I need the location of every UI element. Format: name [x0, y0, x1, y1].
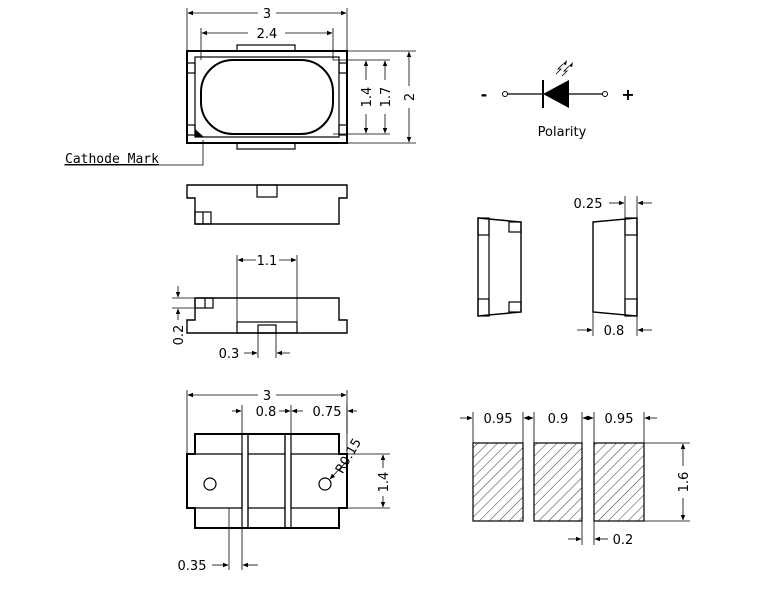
dim-top-width: 3 — [263, 7, 271, 22]
notch — [186, 62, 196, 74]
polarity-plus: + — [621, 85, 634, 104]
cathode-mark-label: Cathode Mark — [65, 152, 159, 167]
notch — [186, 124, 196, 136]
dim-standoff: 0.2 — [172, 325, 187, 346]
side-view-end-left — [477, 217, 522, 317]
dim-height: 2 — [403, 93, 418, 101]
dim-footprint-mid: 0.9 — [548, 412, 569, 427]
notch — [338, 62, 348, 74]
dim-pad-gap: 0.3 — [219, 347, 240, 362]
dim-inner-height: 1.7 — [379, 87, 394, 108]
dim-lens-width: 2.4 — [257, 27, 278, 42]
dim-lead: 0.25 — [574, 197, 603, 212]
side-view-top — [186, 184, 348, 225]
polarity-label: Polarity — [538, 125, 587, 140]
dim-lens-height: 1.4 — [360, 87, 375, 108]
lens — [200, 59, 334, 135]
cathode-mark-icon — [195, 129, 204, 137]
light-emission-icon — [555, 60, 573, 77]
diode-triangle-icon — [543, 80, 569, 108]
dim-depth: 0.8 — [604, 324, 625, 339]
dim-bottom-edge: 0.35 — [178, 559, 207, 574]
top-lead-tab — [236, 44, 296, 52]
dim-bottom-width: 3 — [263, 389, 271, 404]
dim-bottom-pad: 0.75 — [313, 405, 342, 420]
polarity-symbol: - + Polarity — [481, 60, 635, 140]
dim-bottom-height: 1.4 — [377, 472, 392, 493]
bottom-lead-tab — [236, 142, 296, 150]
dim-bottom-radius: R0.15 — [333, 436, 365, 476]
dim-pad-width: 1.1 — [257, 254, 278, 269]
dim-footprint-right: 0.95 — [605, 412, 634, 427]
inner-frame — [194, 56, 340, 138]
dim-footprint-height: 1.6 — [677, 472, 692, 493]
bottom-view: 3 0.8 0.75 R0.15 1.4 0.35 — [178, 389, 392, 574]
side-view-front: 1.1 0.2 0.3 — [172, 254, 348, 362]
footprint-pad-right — [593, 442, 645, 522]
via-hole — [318, 477, 332, 491]
via-hole — [203, 477, 217, 491]
polarity-minus: - — [481, 85, 488, 104]
footprint: 0.95 0.9 0.95 1.6 0.2 — [460, 412, 692, 548]
dim-footprint-left: 0.95 — [484, 412, 513, 427]
side-view-end-right: 0.25 0.8 — [574, 196, 652, 339]
notch — [338, 124, 348, 136]
dim-footprint-gap: 0.2 — [613, 533, 634, 548]
footprint-pad-center — [533, 442, 583, 522]
top-view: 3 2.4 1.4 1.7 2 Cathode Mark — [64, 7, 418, 167]
top-view-body — [186, 50, 348, 144]
footprint-pad-left — [472, 442, 524, 522]
dim-bottom-center: 0.8 — [256, 405, 277, 420]
